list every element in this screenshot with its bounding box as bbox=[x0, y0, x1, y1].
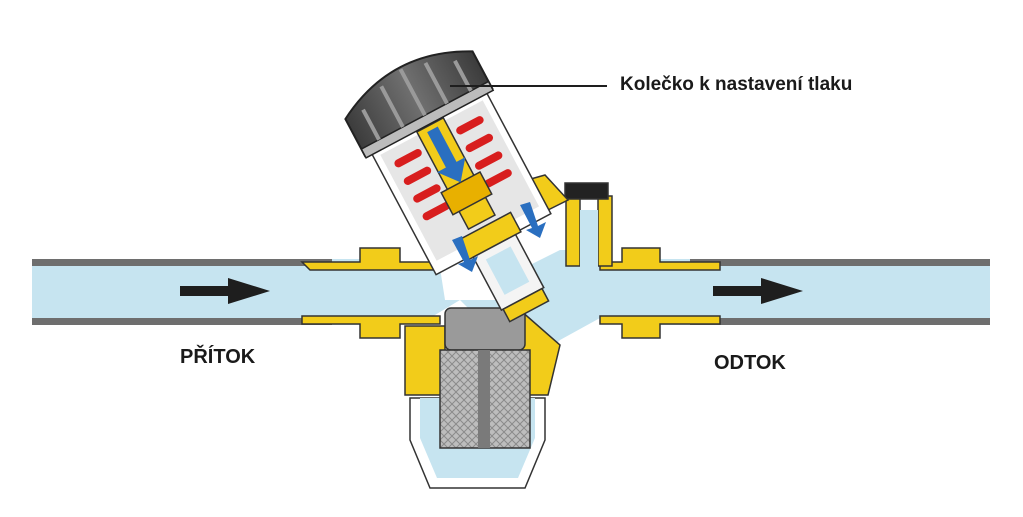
valve-cartridge bbox=[344, 50, 552, 323]
knob-label: Kolečko k nastavení tlaku bbox=[620, 74, 853, 95]
valve-body bbox=[300, 174, 721, 396]
outflow-label: ODTOK bbox=[714, 352, 786, 374]
spring bbox=[394, 116, 512, 221]
pressure-arrow-icon bbox=[427, 126, 466, 183]
inflow-label: PŘÍTOK bbox=[180, 346, 256, 368]
inlet-pipe bbox=[32, 259, 362, 325]
inflow-arrow-icon bbox=[180, 278, 270, 304]
adjustment-knob bbox=[344, 50, 495, 159]
seat-flow-arrows bbox=[452, 202, 546, 272]
filter-screen bbox=[439, 307, 531, 449]
outflow-arrow-icon bbox=[713, 278, 803, 304]
